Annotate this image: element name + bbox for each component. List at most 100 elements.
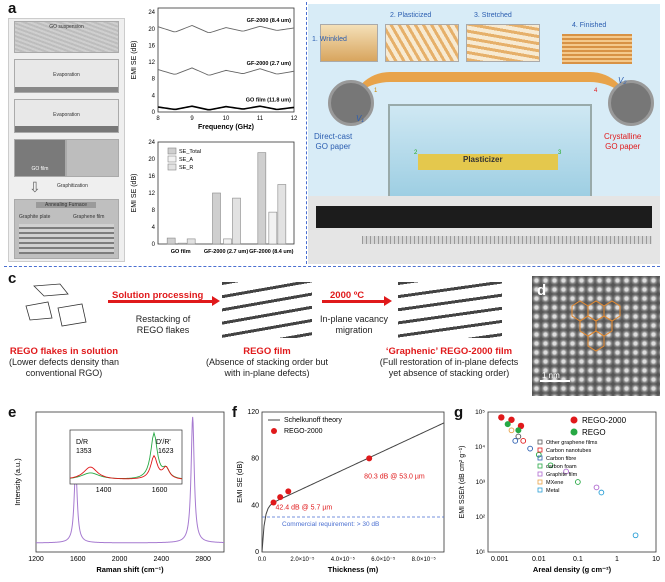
theory-curve bbox=[261, 422, 445, 553]
temp-label: 2000 ºC bbox=[330, 290, 365, 301]
legend-swatch bbox=[167, 155, 177, 163]
series-line bbox=[157, 67, 295, 76]
go-suspension-label: GO suspension bbox=[49, 24, 84, 30]
y-tick-label: 16 bbox=[148, 174, 155, 180]
step-3-label: 3. Stretched bbox=[474, 12, 512, 19]
legend-label: SE_Total bbox=[179, 149, 201, 155]
ruler bbox=[362, 236, 652, 244]
y-tick-label: 12 bbox=[148, 60, 155, 66]
y-axis-label: EMI SE (dB) bbox=[131, 41, 138, 80]
other-point bbox=[593, 484, 600, 491]
bar bbox=[166, 237, 176, 245]
y-tick-label: 0 bbox=[152, 110, 156, 116]
go-film-label: GO film bbox=[31, 166, 49, 172]
other-point bbox=[575, 479, 581, 485]
y-tick-label: 10⁴ bbox=[475, 444, 485, 451]
graphene-film-label: Graphene film bbox=[73, 214, 105, 220]
other-point bbox=[512, 437, 519, 444]
rego-flakes-image bbox=[22, 282, 90, 330]
legend-other-label: MXene bbox=[546, 480, 563, 486]
y-tick-label: 24 bbox=[148, 10, 155, 16]
panel-letter-g: g bbox=[454, 404, 464, 421]
legend-rego: REGO bbox=[582, 428, 606, 437]
inset-fit bbox=[69, 454, 183, 480]
x-tick-label: 0.1 bbox=[573, 556, 583, 563]
x-tick-label: 6.0×10⁻⁵ bbox=[371, 556, 396, 563]
mark-2: 2 bbox=[414, 150, 418, 156]
panel-letter-a: a bbox=[8, 0, 17, 17]
inset-tick-label: 1400 bbox=[96, 487, 112, 494]
evaporation-box-1: Evaporation bbox=[14, 59, 119, 93]
y-axis-label: EMI SSE/t (dB cm² g⁻¹) bbox=[459, 446, 466, 519]
plasticizer-liquid bbox=[418, 154, 558, 170]
step-4-image bbox=[562, 34, 632, 64]
panel-letter-e: e bbox=[8, 404, 17, 421]
step-4-label: 4. Finished bbox=[572, 22, 607, 29]
evaporation-box-2: Evaporation bbox=[14, 99, 119, 133]
y-tick-label: 24 bbox=[148, 140, 155, 146]
rego2000-caption: ‘Graphenic’ REGO-2000 film (Full restora… bbox=[364, 346, 534, 379]
rego-film-image bbox=[222, 282, 312, 338]
film-title: REGO film bbox=[243, 346, 291, 357]
film-layer bbox=[15, 126, 118, 132]
right-label: Crystalline GO paper bbox=[604, 132, 641, 152]
x-axis-label: Areal density (g cm⁻²) bbox=[533, 565, 612, 574]
y-tick-label: 12 bbox=[148, 191, 155, 197]
rego2000-point bbox=[498, 414, 505, 421]
series-label: GF-2000 (2.7 um) bbox=[247, 61, 291, 67]
x-tick-label: 2.0×10⁻⁵ bbox=[290, 556, 315, 563]
go-film-photo-1: GO film bbox=[14, 139, 66, 177]
rego-point bbox=[515, 427, 522, 434]
mark-4: 4 bbox=[594, 88, 598, 94]
other-point bbox=[508, 427, 515, 434]
panel-letter-d: d bbox=[537, 282, 547, 299]
y-tick-label: 0 bbox=[255, 549, 259, 556]
raman-spectrum bbox=[35, 416, 225, 544]
x-tick-label: 0.001 bbox=[491, 556, 509, 563]
category-label: GF-2000 (8.4 um) bbox=[249, 249, 293, 255]
y-axis-label: EMI SE (dB) bbox=[131, 174, 138, 213]
restack-label: Restacking of REGO flakes bbox=[116, 314, 210, 336]
inplane-line2: migration bbox=[335, 325, 373, 335]
mark-1: 1 bbox=[374, 88, 378, 94]
bar bbox=[186, 238, 196, 245]
data-point bbox=[277, 494, 284, 501]
data-point bbox=[366, 455, 373, 462]
go-film-photo-2 bbox=[66, 139, 119, 177]
legend-other-marker bbox=[537, 487, 543, 493]
y-tick-label: 20 bbox=[148, 157, 155, 163]
plot-frame bbox=[261, 411, 445, 553]
left-label: Direct-cast GO paper bbox=[314, 132, 352, 152]
stacked-plates bbox=[19, 224, 114, 254]
divider-horizontal bbox=[4, 266, 660, 267]
restack-line1: Restacking of bbox=[135, 314, 191, 324]
legend-theory: Schelkunoff theory bbox=[284, 417, 342, 424]
x-tick-label: 11 bbox=[257, 116, 264, 122]
legend-other-label: Carbon nanotubes bbox=[546, 448, 592, 454]
rego2000-sub2: yet absence of stacking order) bbox=[388, 368, 510, 378]
other-point bbox=[563, 468, 569, 475]
evaporation-label-1: Evaporation bbox=[53, 72, 80, 78]
other-point bbox=[527, 445, 533, 452]
legend-rego2000: REGO-2000 bbox=[582, 416, 627, 425]
inset-frame bbox=[69, 429, 183, 485]
y-tick-label: 20 bbox=[148, 27, 155, 33]
x-tick-label: 8.0×10⁻⁵ bbox=[412, 556, 437, 563]
right-label-line1: Crystalline bbox=[604, 132, 642, 141]
film-sub2: with in-plane defects) bbox=[224, 368, 310, 378]
graphite-plate-label: Graphite plate bbox=[19, 214, 51, 220]
film-layer bbox=[15, 87, 118, 92]
down-arrow-icon: ⇩ bbox=[29, 179, 41, 195]
furnace-box: Annealing Furnace Graphite plate Graphen… bbox=[14, 199, 119, 259]
y-tick-label: 120 bbox=[247, 409, 259, 416]
x-axis-label: Thickness (m) bbox=[328, 565, 379, 574]
mark-3: 3 bbox=[558, 150, 562, 156]
legend-label: SE_R bbox=[179, 165, 193, 171]
arrow-1 bbox=[108, 300, 212, 303]
solution-processing-label: Solution processing bbox=[112, 290, 204, 301]
v2-label: V₂ bbox=[618, 76, 627, 85]
panel-a-schematic: GO suspension Evaporation Evaporation GO… bbox=[8, 18, 125, 262]
evaporation-label-2: Evaporation bbox=[53, 112, 80, 118]
